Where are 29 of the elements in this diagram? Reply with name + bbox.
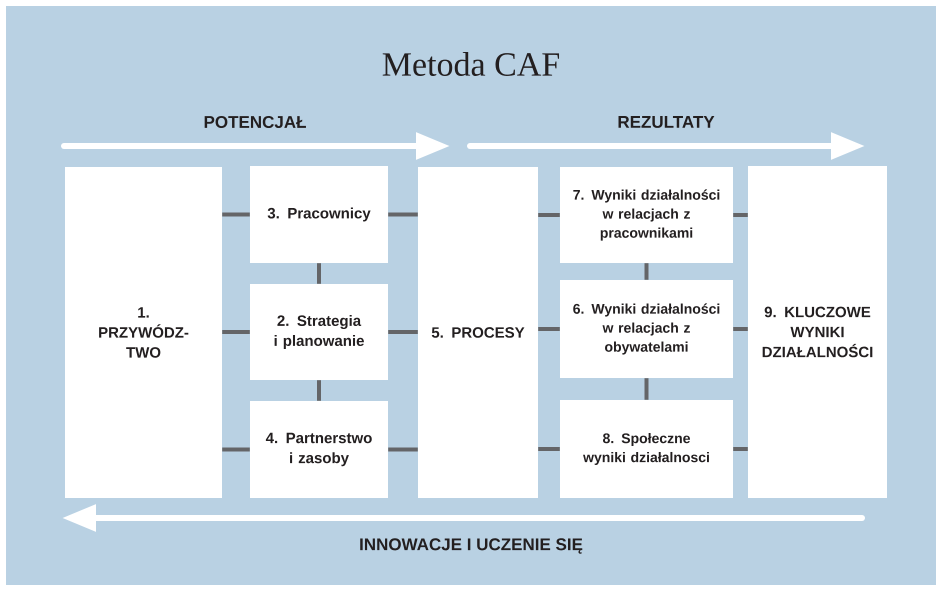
connector-line xyxy=(538,447,560,451)
connector-line xyxy=(317,380,321,401)
connector-line xyxy=(222,212,250,216)
process-box: 9. KLUCZOWE WYNIKI DZIAŁALNOŚCI xyxy=(748,166,887,498)
connector-line xyxy=(388,212,418,216)
process-box: 8. Społeczne wyniki działalnosci xyxy=(560,400,733,498)
connector-line xyxy=(644,378,648,400)
connector-line xyxy=(388,330,418,334)
connector-line xyxy=(222,330,250,334)
title: Metoda CAF xyxy=(382,52,560,76)
process-box: 1. PRZYWÓDZ- TWO xyxy=(65,167,222,498)
connector-line xyxy=(733,447,748,451)
process-box: 3. Pracownicy xyxy=(250,166,388,263)
section-label: REZULTATY xyxy=(618,116,714,128)
connector-line xyxy=(733,213,748,217)
process-box: 7. Wyniki działalności w relacjach z pracownikami xyxy=(560,167,733,263)
connector-line xyxy=(733,327,748,331)
connector-line xyxy=(538,213,560,217)
connector-line xyxy=(644,263,648,280)
connector-line xyxy=(222,448,250,452)
process-box: 4. Partnerstwo i zasoby xyxy=(250,401,388,498)
process-box: 2. Strategia i planowanie xyxy=(250,284,388,380)
connector-line xyxy=(388,448,418,452)
section-label: POTENCJAŁ xyxy=(204,116,306,128)
connector-line xyxy=(538,327,560,331)
connector-line xyxy=(317,263,321,284)
process-box: 6. Wyniki działalności w relacjach z obywatelami xyxy=(560,280,733,378)
process-box: 5. PROCESY xyxy=(418,167,538,498)
section-label: INNOWACJE I UCZENIE SIĘ xyxy=(360,538,582,554)
